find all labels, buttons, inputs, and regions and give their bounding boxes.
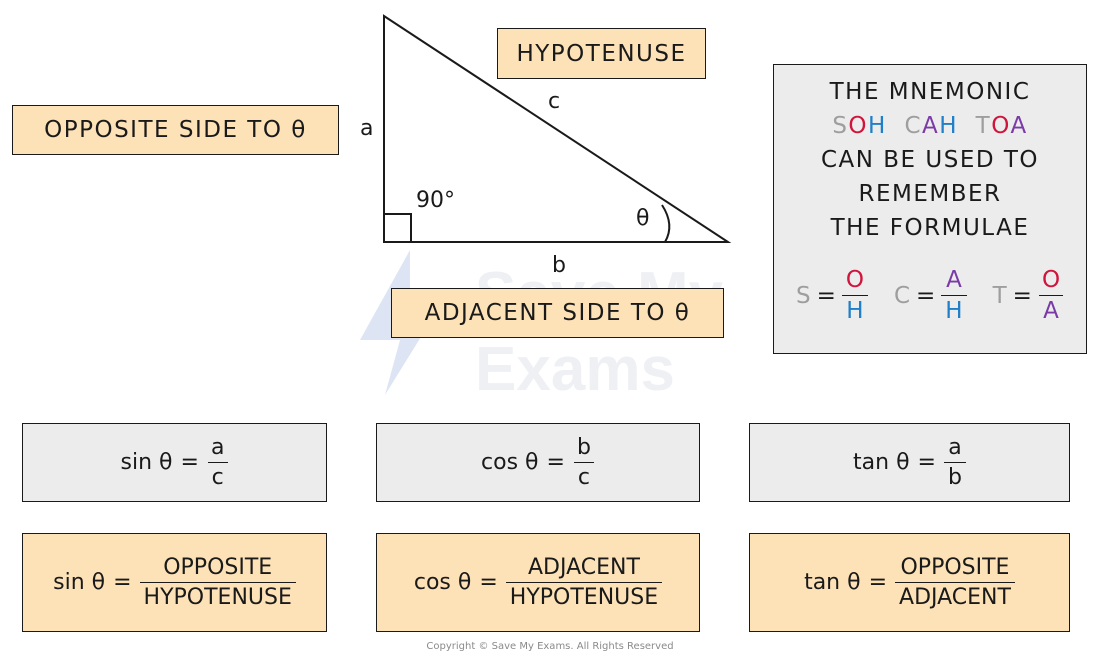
toa-t: T (975, 113, 992, 139)
formula-denominator: HYPOTENUSE (505, 582, 663, 610)
mn-c: C (893, 282, 911, 309)
soh-cah-toa: SOH CAH TOA (774, 109, 1086, 143)
mnemonic-line-3: REMEMBER (858, 181, 1002, 207)
formula-func: tan θ (853, 450, 910, 475)
soh-s: S (832, 113, 849, 139)
tan-short-formula: tan θ = a b (749, 423, 1070, 502)
mn-s-equals: = (816, 282, 836, 309)
formula-fraction: OPPOSITE ADJACENT (895, 555, 1015, 610)
toa-o: O (991, 113, 1011, 139)
cah-a: A (922, 113, 940, 139)
formula-denominator: c (573, 462, 594, 490)
mnemonic-t-formula: T = O A (993, 267, 1064, 324)
formula-equals: = (113, 570, 132, 595)
mn-t: T (992, 282, 1007, 309)
mn-c-den: H (941, 295, 967, 324)
mnemonic-line-4: THE FORMULAE (830, 215, 1030, 241)
mn-t-den: A (1039, 295, 1063, 324)
formula-func: cos θ (481, 450, 539, 475)
formula-fraction: OPPOSITE HYPOTENUSE (139, 555, 296, 610)
mn-t-num: O (1041, 267, 1061, 293)
formula-equals: = (546, 450, 565, 475)
side-a-label: a (360, 116, 374, 141)
hypotenuse-label: HYPOTENUSE (497, 28, 706, 79)
toa-a: A (1010, 113, 1028, 139)
angle-arc (661, 204, 671, 243)
copyright-notice: Copyright © Save My Exams. All Rights Re… (426, 641, 674, 652)
mnemonic-line-1: THE MNEMONIC (829, 79, 1031, 105)
mn-s: S (795, 282, 811, 309)
formula-numerator: a (948, 435, 962, 460)
formula-fraction: ADJACENT HYPOTENUSE (505, 555, 663, 610)
mn-c-frac: A H (941, 267, 967, 324)
mnemonic-s-formula: S = O H (796, 267, 868, 324)
formula-numerator: a (210, 435, 225, 460)
formula-func: tan θ (804, 570, 861, 595)
opposite-side-label: OPPOSITE SIDE TO θ (12, 105, 339, 155)
mn-c-num: A (946, 267, 962, 293)
formula-func: sin θ (120, 450, 173, 475)
formula-func: sin θ (53, 570, 106, 595)
formula-denominator: c (207, 462, 228, 490)
formula-numerator: OPPOSITE (163, 555, 273, 580)
formula-numerator: b (576, 435, 591, 460)
adjacent-side-label: ADJACENT SIDE TO θ (391, 288, 724, 338)
formula-fraction: a b (943, 435, 966, 490)
side-b-label: b (552, 253, 566, 278)
formula-denominator: ADJACENT (895, 582, 1015, 610)
right-angle-label: 90° (416, 188, 455, 213)
cos-long-formula: cos θ = ADJACENT HYPOTENUSE (376, 533, 700, 632)
formula-numerator: ADJACENT (528, 555, 640, 580)
formula-fraction: a c (207, 435, 228, 490)
mn-s-frac: O H (842, 267, 868, 324)
formula-func: cos θ (413, 570, 472, 595)
formula-fraction: b c (573, 435, 595, 490)
mn-t-equals: = (1012, 282, 1032, 309)
tan-long-formula: tan θ = OPPOSITE ADJACENT (749, 533, 1070, 632)
angle-theta-label: θ (636, 206, 650, 231)
cos-short-formula: cos θ = b c (376, 423, 700, 502)
mnemonic-formulas: S = O H C = A H T = O A (774, 267, 1086, 324)
formula-denominator: HYPOTENUSE (139, 582, 296, 610)
mnemonic-line-2: CAN BE USED TO (820, 147, 1040, 173)
formula-equals: = (917, 450, 936, 475)
formula-equals: = (479, 570, 498, 595)
cah-c: C (904, 113, 923, 139)
mn-s-den: H (842, 295, 868, 324)
formula-equals: = (868, 570, 888, 595)
sin-long-formula: sin θ = OPPOSITE HYPOTENUSE (22, 533, 327, 632)
watermark-line-2: Exams (475, 335, 675, 400)
side-c-label: c (548, 89, 561, 114)
mn-c-equals: = (916, 282, 936, 309)
mnemonic-box: THE MNEMONIC SOH CAH TOA CAN BE USED TO … (773, 64, 1087, 354)
right-angle-marker (384, 213, 412, 242)
formula-equals: = (180, 450, 199, 475)
soh-h: H (868, 113, 887, 139)
mnemonic-c-formula: C = A H (894, 267, 967, 324)
formula-denominator: b (943, 462, 966, 490)
sin-short-formula: sin θ = a c (22, 423, 327, 502)
cah-h: H (939, 113, 959, 139)
mn-t-frac: O A (1038, 267, 1064, 324)
mn-s-num: O (845, 267, 864, 293)
formula-numerator: OPPOSITE (900, 555, 1010, 580)
soh-o: O (848, 113, 869, 139)
